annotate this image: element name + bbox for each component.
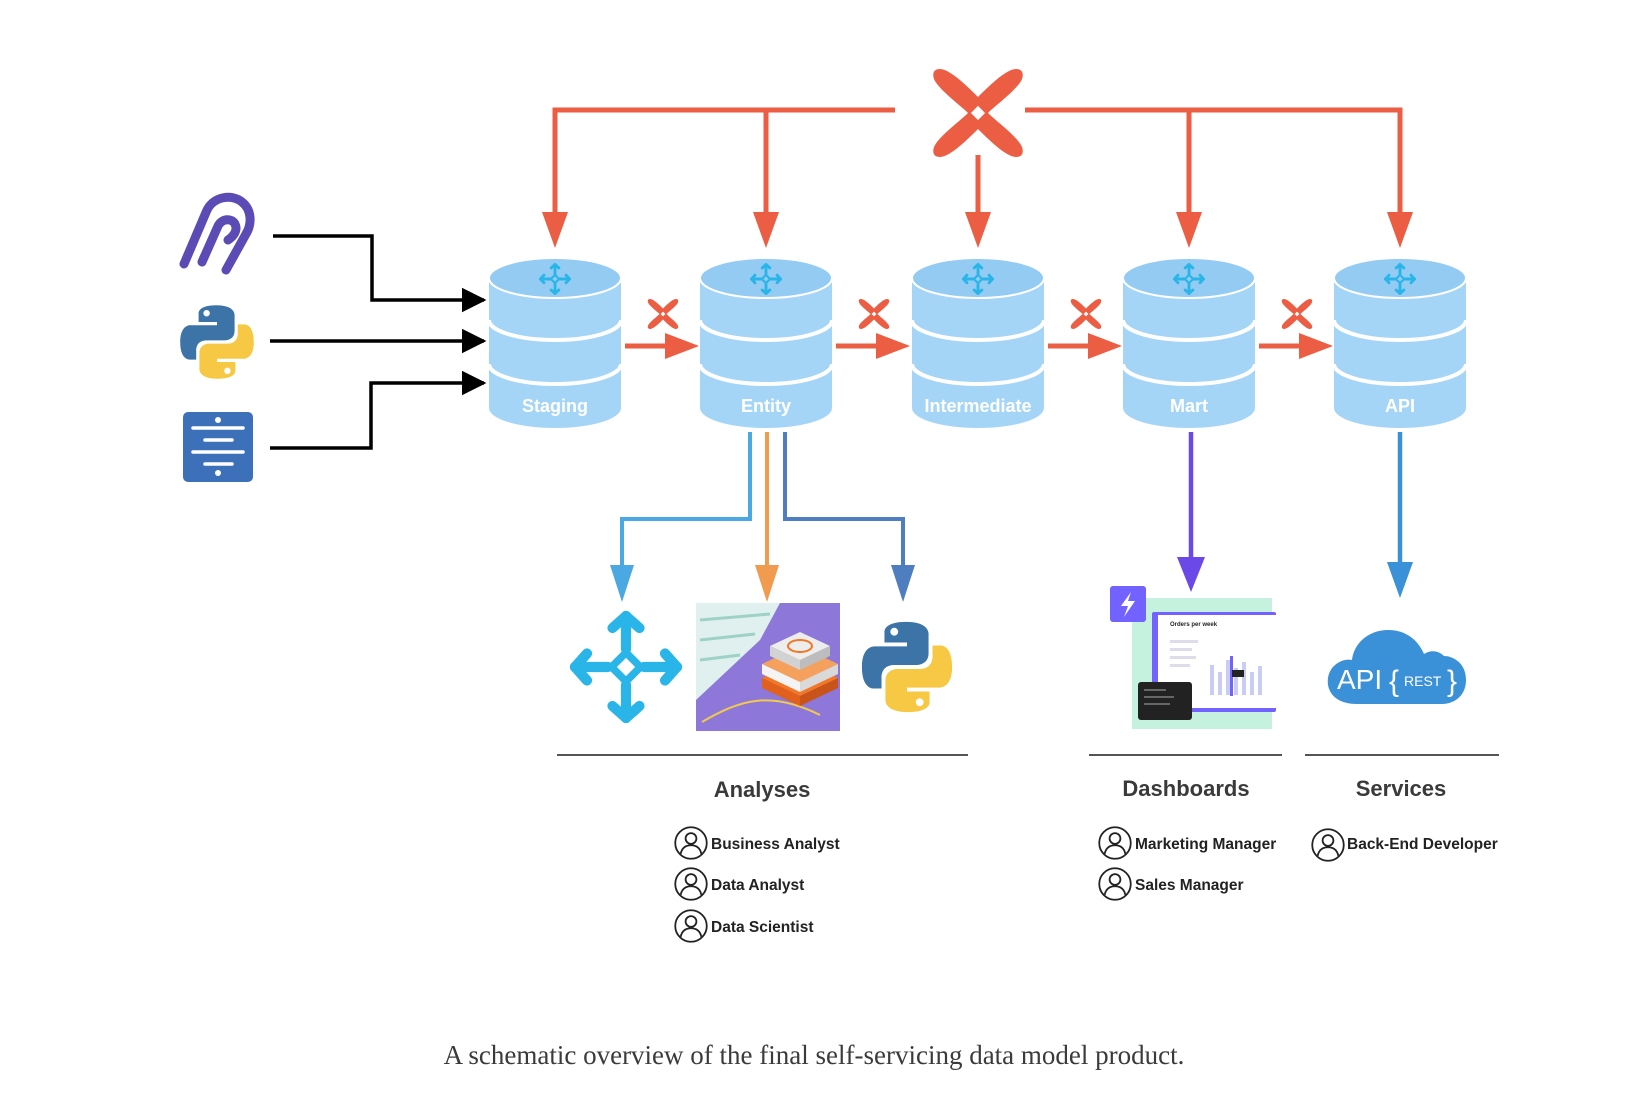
airbyte-icon bbox=[179, 192, 255, 275]
role-data-scientist: Data Scientist bbox=[674, 909, 814, 943]
analyses-title: Analyses bbox=[714, 777, 811, 802]
lightdash-icon: Orders per week bbox=[1110, 586, 1276, 729]
python-icon bbox=[861, 621, 953, 713]
dbt-icon bbox=[933, 69, 1023, 157]
database-entity: Entity bbox=[698, 257, 834, 428]
svg-text:Business Analyst: Business Analyst bbox=[711, 836, 840, 853]
svg-text:Data Analyst: Data Analyst bbox=[711, 877, 804, 894]
layer-transform-arrow bbox=[625, 299, 699, 359]
dbt-icon bbox=[647, 299, 679, 329]
layer-label: Intermediate bbox=[924, 396, 1031, 416]
fivetran-icon bbox=[183, 412, 253, 482]
database-staging: Staging bbox=[487, 257, 623, 428]
dbt-icon bbox=[858, 299, 890, 329]
role-business-analyst: Business Analyst bbox=[674, 826, 840, 860]
layer-transform-arrow bbox=[1048, 299, 1122, 359]
layer-transform-arrow bbox=[836, 299, 910, 359]
role-marketing-manager: Marketing Manager bbox=[1098, 826, 1276, 860]
database-api: API bbox=[1332, 257, 1468, 428]
layer-label: Entity bbox=[741, 396, 791, 416]
role-sales-manager: Sales Manager bbox=[1098, 867, 1244, 901]
services-title: Services bbox=[1356, 776, 1447, 801]
figure-caption: A schematic overview of the final self-s… bbox=[443, 1040, 1185, 1070]
mart-flow bbox=[1177, 432, 1205, 592]
snowflake-icon bbox=[575, 616, 677, 718]
dashboard-title: Orders per week bbox=[1170, 622, 1218, 628]
dbt-icon bbox=[1281, 299, 1313, 329]
person-icon bbox=[674, 867, 708, 901]
dbt-orchestration-lines bbox=[552, 107, 1403, 215]
api-rest-cloud-icon: API { REST } bbox=[1327, 630, 1466, 704]
database-mart: Mart bbox=[1121, 257, 1257, 428]
layer-label: Staging bbox=[522, 396, 588, 416]
role-data-analyst: Data Analyst bbox=[674, 867, 804, 901]
dbt-arrowheads bbox=[542, 212, 1413, 248]
svg-text:Marketing Manager: Marketing Manager bbox=[1135, 836, 1276, 853]
svg-text:Sales Manager: Sales Manager bbox=[1135, 877, 1244, 894]
source-arrows bbox=[270, 234, 487, 450]
dbt-icon bbox=[1070, 299, 1102, 329]
rest-text: REST bbox=[1404, 673, 1442, 689]
layer-transform-arrow bbox=[1259, 299, 1333, 359]
svg-text:}: } bbox=[1447, 665, 1457, 698]
api-flow bbox=[1387, 432, 1413, 598]
person-icon bbox=[1098, 867, 1132, 901]
person-icon bbox=[674, 909, 708, 943]
python-icon bbox=[180, 305, 254, 379]
services-roles: Back-End Developer bbox=[1311, 828, 1498, 862]
analyses-roles: Business Analyst Data Analyst Data Scien… bbox=[674, 826, 840, 943]
api-text: API bbox=[1337, 664, 1382, 695]
dashboards-title: Dashboards bbox=[1122, 776, 1249, 801]
role-back-end-developer: Back-End Developer bbox=[1311, 828, 1498, 862]
svg-text:Data Scientist: Data Scientist bbox=[711, 919, 814, 936]
database-intermediate: Intermediate bbox=[910, 257, 1046, 428]
jupyter-icon bbox=[696, 603, 840, 731]
analysis-arrowheads bbox=[610, 565, 915, 602]
dashboards-roles: Marketing Manager Sales Manager bbox=[1098, 826, 1276, 901]
svg-text:Back-End Developer: Back-End Developer bbox=[1347, 836, 1498, 853]
analysis-flows bbox=[620, 432, 905, 568]
person-icon bbox=[1311, 828, 1345, 862]
layer-label: API bbox=[1385, 396, 1415, 416]
person-icon bbox=[1098, 826, 1132, 860]
svg-text:{: { bbox=[1389, 665, 1399, 698]
layer-label: Mart bbox=[1170, 396, 1208, 416]
person-icon bbox=[674, 826, 708, 860]
